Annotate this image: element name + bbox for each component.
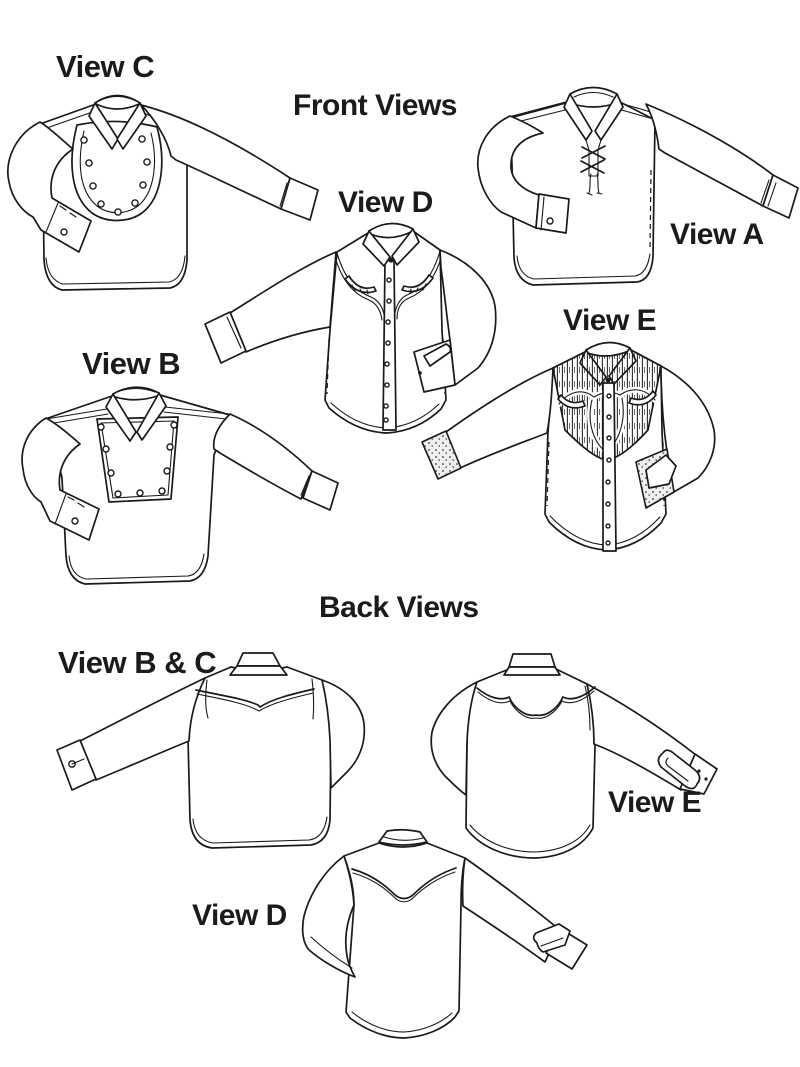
view-d-front-label: View D — [338, 186, 433, 219]
view-c-front-illustration — [7, 94, 319, 291]
view-b-front-label: View B — [82, 346, 181, 381]
view-a-front-label: View A — [670, 218, 764, 251]
view-c-front-label: View C — [56, 49, 155, 84]
view-e-back-label: View E — [608, 786, 702, 819]
view-d-front-illustration — [204, 222, 497, 434]
view-bc-back-label: View B & C — [58, 645, 217, 680]
view-e-front-illustration — [421, 341, 716, 552]
view-b-front-illustration — [21, 386, 339, 585]
view-e-front-label: View E — [563, 304, 657, 337]
front-views-title: Front Views — [293, 89, 457, 122]
view-a-front-illustration — [476, 86, 799, 286]
view-d-back-illustration — [301, 828, 588, 1039]
view-d-back-label: View D — [192, 899, 287, 932]
view-e-back-illustration — [430, 653, 718, 859]
view-bc-back-illustration — [56, 652, 366, 849]
back-views-title: Back Views — [319, 591, 479, 624]
